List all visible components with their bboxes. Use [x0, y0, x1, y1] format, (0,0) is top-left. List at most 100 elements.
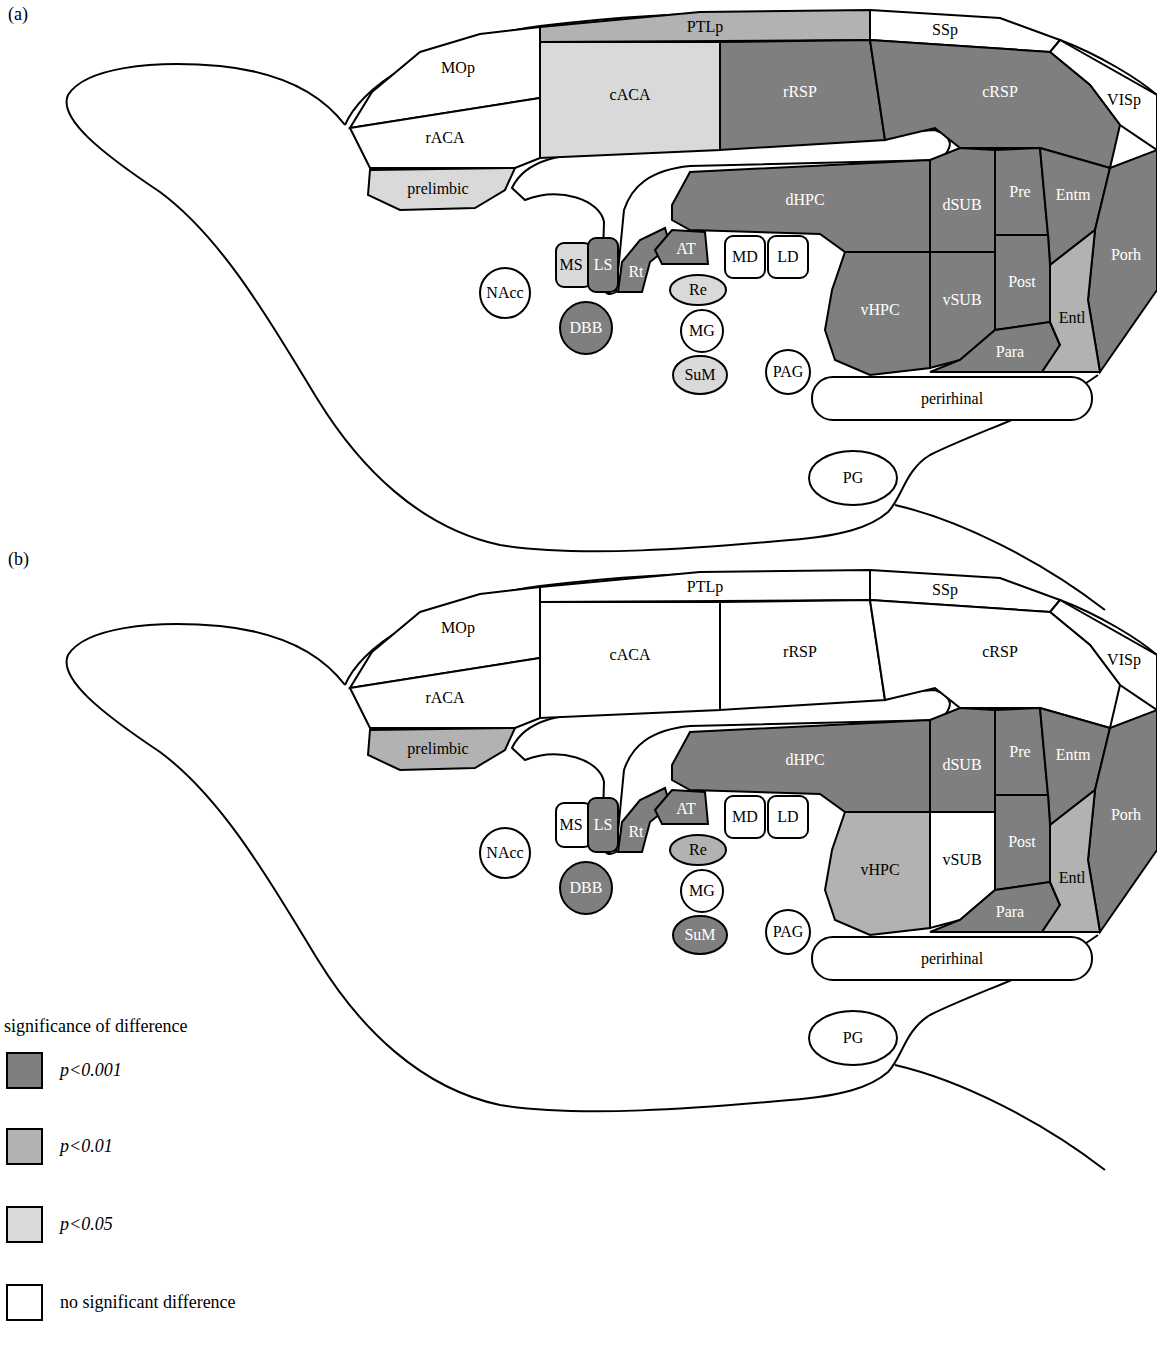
region-outline: [768, 796, 808, 838]
region-label: vSUB: [942, 852, 981, 868]
legend-swatch: [6, 1206, 43, 1243]
brain-region: dSUB: [928, 146, 997, 254]
brain-region: MD: [723, 234, 767, 280]
region-label: PTLp: [687, 19, 723, 35]
brain-region: SuM: [671, 354, 729, 396]
brain-region: LS: [586, 236, 620, 294]
region-outline: [560, 862, 612, 914]
region-outline: [655, 790, 708, 824]
region-label: PAG: [773, 364, 804, 380]
region-outline: [720, 40, 885, 150]
brain-region: NAcc: [478, 826, 532, 880]
region-label: Entm: [1056, 747, 1091, 763]
region-label: LD: [777, 249, 798, 265]
region-outline: [930, 708, 995, 812]
region-label: AT: [676, 241, 696, 257]
region-label: cRSP: [982, 644, 1018, 660]
region-outline: [480, 268, 530, 318]
region-outline: [725, 796, 765, 838]
region-label: prelimbic: [407, 741, 468, 757]
region-label: vHPC: [860, 862, 899, 878]
region-outline: [995, 235, 1050, 330]
region-label: dHPC: [785, 192, 824, 208]
region-label: vHPC: [860, 302, 899, 318]
region-outline: [766, 350, 810, 394]
panel-label: (a): [8, 4, 28, 25]
region-label: vSUB: [942, 292, 981, 308]
region-label: dSUB: [942, 197, 981, 213]
region-outline: [1042, 790, 1100, 932]
region-label: VISp: [1107, 652, 1141, 668]
region-label: Para: [996, 904, 1024, 920]
region-outline: [825, 252, 930, 375]
region-outline: [930, 882, 1060, 932]
region-label: Entl: [1059, 870, 1086, 886]
region-label: PAG: [773, 924, 804, 940]
brain-region: NAcc: [478, 266, 532, 320]
region-label: MG: [689, 883, 715, 899]
region-outline: [560, 302, 612, 354]
region-label: Post: [1008, 274, 1036, 290]
region-label: SSp: [932, 582, 958, 598]
region-outline: [995, 148, 1048, 235]
region-outline: [681, 870, 723, 912]
region-outline: [480, 828, 530, 878]
region-label: SSp: [932, 22, 958, 38]
region-outline: [655, 230, 708, 264]
region-label: cACA: [610, 647, 651, 663]
region-label: rACA: [425, 690, 464, 706]
brain-region: vHPC: [823, 810, 932, 937]
region-label: Re: [689, 842, 707, 858]
region-outline: [673, 916, 727, 954]
region-label: SuM: [684, 367, 715, 383]
brain-region: MG: [679, 868, 725, 914]
region-label: NAcc: [486, 285, 523, 301]
region-label: MS: [559, 817, 582, 833]
brain-region: PTLp: [538, 568, 872, 604]
region-label: cRSP: [982, 84, 1018, 100]
brain-region: cACA: [538, 40, 722, 160]
region-label: MD: [732, 249, 758, 265]
region-label: MOp: [441, 60, 475, 76]
region-label: DBB: [570, 320, 603, 336]
legend-text: p<0.05: [60, 1214, 113, 1235]
legend-title: significance of difference: [4, 1016, 188, 1037]
region-outline: [766, 910, 810, 954]
region-label: Rt: [628, 264, 643, 280]
region-outline: [588, 798, 618, 852]
region-label: Para: [996, 344, 1024, 360]
brain-region: Porh: [1086, 148, 1157, 374]
legend-swatch: [6, 1284, 43, 1321]
region-label: Porh: [1111, 247, 1141, 263]
brain-region: Porh: [1086, 708, 1157, 934]
brain-region: MG: [679, 308, 725, 354]
region-shape: [928, 320, 1062, 374]
brain-region: dSUB: [928, 706, 997, 814]
region-label: SuM: [684, 927, 715, 943]
region-outline: [1088, 150, 1157, 372]
region-label: rRSP: [783, 644, 817, 660]
region-outline: [870, 40, 1120, 168]
region-outline: [930, 322, 1060, 372]
legend-text: p<0.001: [60, 1060, 122, 1081]
region-label: LD: [777, 809, 798, 825]
region-outline: [720, 600, 885, 710]
region-label: MS: [559, 257, 582, 273]
region-outline: [350, 658, 540, 728]
region-outline: [681, 310, 723, 352]
region-outline: [368, 168, 515, 210]
region-shape: [1040, 228, 1102, 374]
brain-region: LD: [766, 794, 810, 840]
region-outline: [809, 451, 897, 505]
brain-region: DBB: [558, 300, 614, 356]
region-outline: [556, 803, 592, 847]
region-label: dSUB: [942, 757, 981, 773]
panel-label: (b): [8, 549, 29, 570]
region-label: Post: [1008, 834, 1036, 850]
region-shape: [1040, 788, 1102, 934]
legend-swatch: [6, 1128, 43, 1165]
region-outline: [825, 812, 930, 935]
brain-region: PAG: [764, 348, 812, 396]
brain-region: rRSP: [718, 38, 887, 152]
region-outline: [995, 795, 1050, 890]
